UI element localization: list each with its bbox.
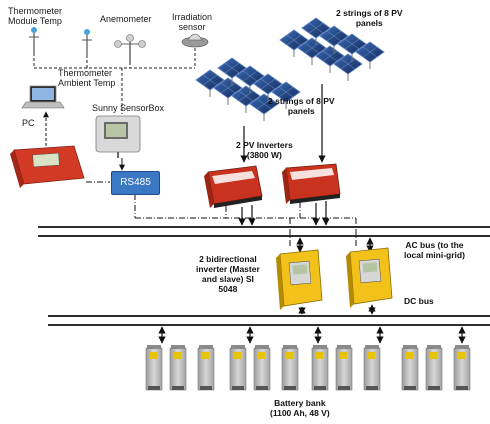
inverter-dc-wiring	[298, 304, 376, 315]
sensorbox-icon	[95, 115, 141, 158]
label-ac-bus: AC bus (to the local mini-grid)	[404, 240, 465, 260]
label-pv-strings-top: 2 strings of 8 PV panels	[336, 8, 403, 28]
bidirectional-inverter-master-icon	[276, 249, 323, 310]
thermometer-module-icon	[29, 27, 39, 56]
pv-inverter-2-icon	[282, 163, 341, 204]
label-battery-bank: Battery bank (1100 Ah, 48 V)	[270, 398, 330, 418]
battery-wiring	[158, 326, 466, 344]
pv-inverter-1-icon	[204, 165, 263, 208]
pv-wiring	[240, 84, 326, 163]
label-anemometer: Anemometer	[100, 14, 152, 24]
inverter-ac-wiring	[238, 201, 374, 253]
rs485-box: RS485	[111, 171, 160, 195]
label-thermometer-module: Thermometer Module Temp	[8, 6, 63, 26]
label-bidirectional-inverters: 2 bidirectional inverter (Master and sla…	[196, 254, 260, 294]
label-pv-strings-mid: 2 strings of 8 PV panels	[268, 96, 335, 116]
irradiation-sensor-icon	[181, 33, 209, 48]
communication-wiring	[86, 181, 357, 248]
label-dc-bus: DC bus	[404, 296, 434, 306]
label-sensorbox: Sunny SensorBox	[92, 103, 165, 113]
label-pv-inverters: 2 PV Inverters (3800 W)	[236, 140, 293, 160]
label-thermometer-ambient: Thermometer Ambient Temp	[58, 68, 116, 88]
dc-bus	[48, 315, 490, 326]
label-irradiation: Irradiation sensor	[172, 12, 213, 32]
anemometer-icon	[114, 34, 146, 62]
data-arrows	[43, 111, 125, 171]
thermometer-ambient-icon	[82, 29, 92, 58]
bidirectional-inverter-slave-icon	[346, 247, 393, 308]
pc-laptop-icon	[21, 85, 65, 109]
sensor-wiring	[33, 48, 196, 114]
ac-bus	[38, 226, 490, 237]
label-pc: PC	[22, 118, 35, 128]
sunny-webbox-icon	[10, 145, 85, 188]
battery-bank-icon	[145, 344, 471, 391]
